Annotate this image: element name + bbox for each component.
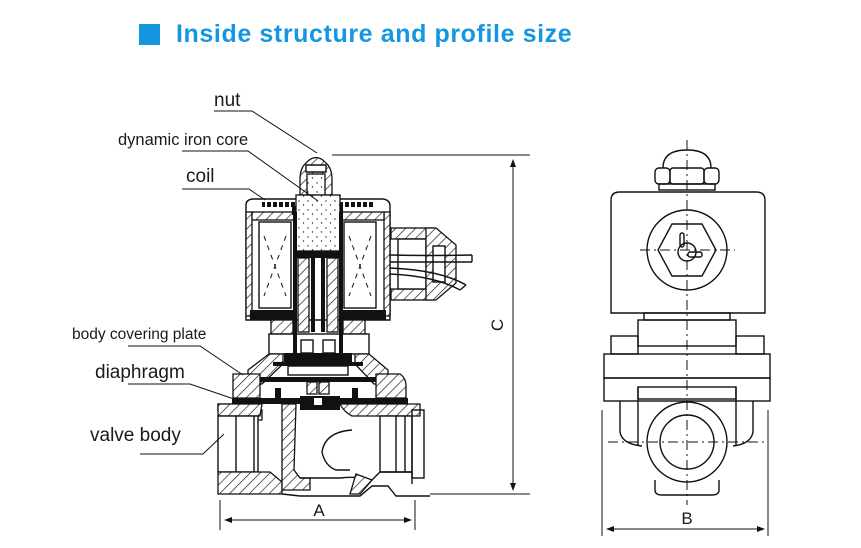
cable-connector: [389, 227, 473, 301]
dimension-b-label: B: [681, 509, 692, 528]
label-coil: coil: [186, 166, 215, 187]
dimension-a-label: A: [313, 501, 325, 520]
label-diaphragm: diaphragm: [95, 362, 185, 383]
nut-part: [299, 156, 333, 196]
section-view: C A: [217, 154, 530, 530]
label-nut: nut: [214, 90, 241, 111]
front-view: [601, 140, 771, 536]
page-title: Inside structure and profile size: [176, 19, 573, 48]
diaphragm-part: [232, 373, 408, 410]
valve-body-part: [217, 403, 430, 497]
label-dynamic-iron-core: dynamic iron core: [118, 131, 248, 149]
body-covering-plate-part: [247, 319, 389, 385]
dimension-c-label: C: [488, 319, 507, 331]
iron-core-part: [293, 194, 343, 333]
section-header: Inside structure and profile size: [139, 18, 572, 50]
leader-lines: [128, 110, 319, 455]
header-square-icon: [139, 23, 160, 45]
coil-housing: [245, 198, 391, 321]
label-body-covering-plate: body covering plate: [72, 326, 206, 343]
dimension-c: [332, 154, 530, 495]
dimension-a: [219, 500, 416, 530]
label-valve-body: valve body: [90, 425, 181, 446]
